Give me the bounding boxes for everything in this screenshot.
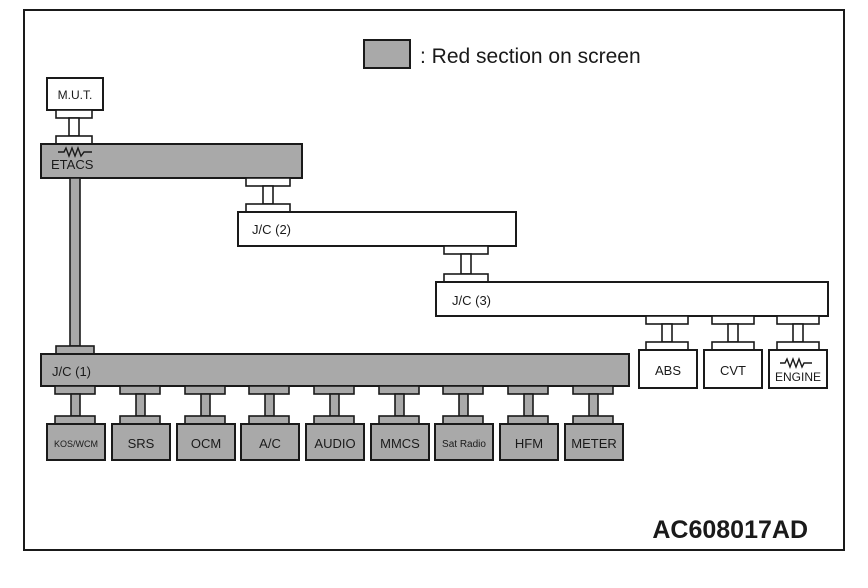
- jc3-box: [435, 281, 829, 317]
- audio-label: AUDIO: [314, 436, 355, 451]
- mmcs-label: MMCS: [380, 436, 420, 451]
- sat-radio-box: [434, 423, 494, 461]
- etacs-connector-bottom: [245, 177, 291, 187]
- mut-stem: [68, 117, 80, 137]
- jc3-connector-top: [443, 273, 489, 283]
- etacs-jc2-stem: [262, 185, 274, 205]
- hfm-box: [499, 423, 559, 461]
- meter-label: METER: [571, 436, 617, 451]
- resistor-icon: [58, 146, 92, 158]
- sat-radio-label: Sat Radio: [442, 439, 486, 450]
- ac-label: A/C: [259, 436, 281, 451]
- kos-wcm-box: [46, 423, 106, 461]
- mmcs-box: [370, 423, 430, 461]
- jc2-connector-top: [245, 203, 291, 213]
- jc1-label: J/C (1): [52, 364, 91, 379]
- resistor-icon: [780, 357, 812, 369]
- etacs-box: [40, 143, 303, 179]
- figure-code: AC608017AD: [652, 516, 808, 544]
- meter-box: [564, 423, 624, 461]
- audio-box: [305, 423, 365, 461]
- jc3-label: J/C (3): [452, 293, 491, 308]
- mut-connector-top: [55, 109, 93, 119]
- mut-label: M.U.T.: [58, 88, 93, 102]
- ocm-box: [176, 423, 236, 461]
- cvt-link: [711, 315, 755, 351]
- jc2-label: J/C (2): [252, 222, 291, 237]
- abs-box: [638, 349, 698, 389]
- srs-box: [111, 423, 171, 461]
- cvt-label: CVT: [720, 363, 746, 378]
- etacs-jc1-line: [69, 177, 81, 347]
- jc1-child-links: [54, 385, 614, 425]
- abs-label: ABS: [655, 363, 681, 378]
- jc1-box: [40, 353, 630, 387]
- etacs-label: ETACS: [51, 157, 94, 172]
- engine-label: ENGINE: [775, 370, 821, 384]
- cvt-box: [703, 349, 763, 389]
- jc2-connector-bottom: [443, 245, 489, 255]
- jc2-box: [237, 211, 517, 247]
- jc2-jc3-stem: [460, 253, 472, 275]
- engine-box: [768, 349, 828, 389]
- ac-box: [240, 423, 300, 461]
- legend-text: : Red section on screen: [420, 45, 641, 68]
- etacs-connector-top: [55, 135, 93, 145]
- legend-swatch: [363, 39, 411, 69]
- srs-label: SRS: [128, 436, 155, 451]
- ocm-label: OCM: [191, 436, 221, 451]
- diagram-frame: [23, 9, 845, 551]
- hfm-label: HFM: [515, 436, 543, 451]
- jc1-connector-top: [55, 345, 95, 355]
- kos-wcm-label: KOS/WCM: [54, 439, 98, 449]
